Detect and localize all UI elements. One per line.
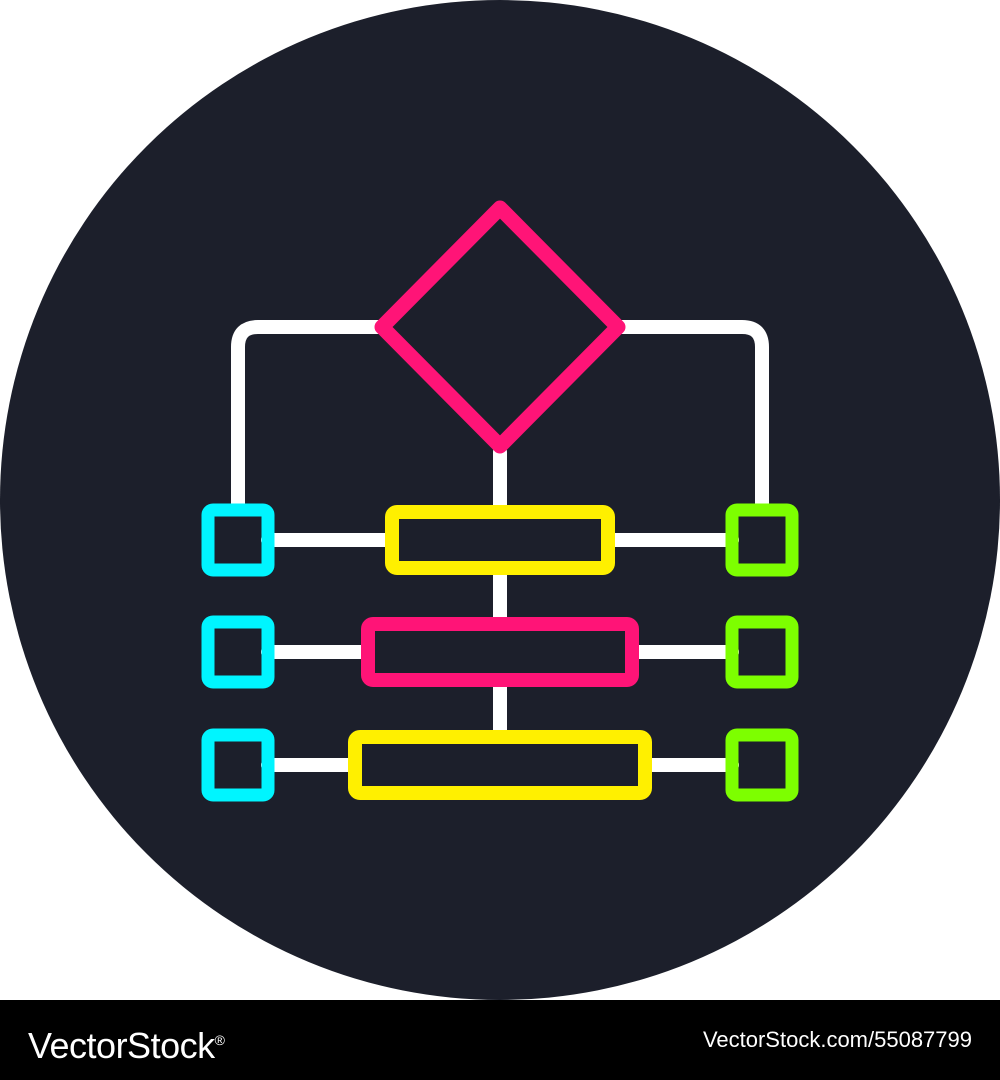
left-node-3 [201,728,275,802]
left-node-2 [201,615,275,689]
flowchart-icon [0,0,1000,1000]
registered-mark: ® [214,1032,225,1048]
brand-logo[interactable]: VectorStock® [28,1018,225,1068]
decision-diamond [374,200,626,454]
connector-lines [231,320,769,772]
image-id-link[interactable]: VectorStock.com/55087799 [702,1027,972,1052]
right-node-1 [725,503,799,577]
process-bar-1 [385,505,615,575]
right-node-3 [725,728,799,802]
process-bar-3 [348,730,652,800]
connector-left-branch [231,320,390,512]
watermark-footer: VectorStock® VectorStock.com/55087799 [0,1000,1000,1080]
left-node-1 [201,503,275,577]
right-node-2 [725,615,799,689]
brand-name: VectorStock [28,1025,215,1066]
process-bar-2 [361,617,639,687]
connector-right-branch [610,320,769,512]
